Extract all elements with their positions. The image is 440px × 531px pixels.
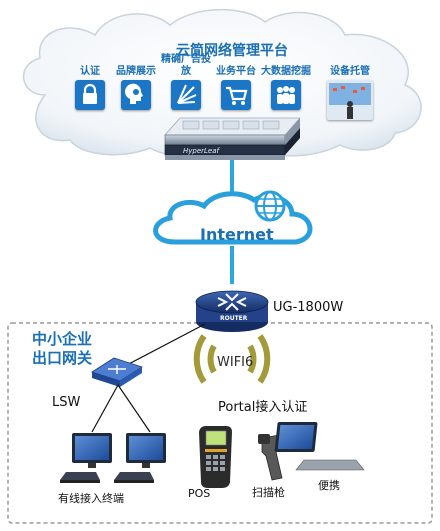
desktop-pc-icon <box>60 433 112 483</box>
service-precise-ads: 精确广告投放 <box>160 52 212 110</box>
lock-icon <box>75 80 105 110</box>
service-business-platform: 业务平台 <box>210 52 262 110</box>
gateway-title: 中小企业 出口网关 <box>32 330 93 367</box>
scanner-label: 扫描枪 <box>252 485 285 499</box>
brain-icon <box>121 80 151 110</box>
service-big-data: 大数据挖掘 <box>260 52 312 110</box>
service-device-hosting: 设备托管 <box>320 52 380 120</box>
service-label: 设备托管 <box>330 66 370 77</box>
router-switch-link <box>122 323 206 368</box>
wifi-waves-icon <box>193 334 271 384</box>
service-authentication: 认证 <box>64 52 116 110</box>
service-label: 精确广告投放 <box>161 54 211 77</box>
presenter-screen-icon <box>327 80 373 120</box>
service-label: 认证 <box>80 66 100 77</box>
wired-terminal-label: 有线接入终端 <box>58 491 124 505</box>
service-brand-display: 品牌展示 <box>110 52 162 110</box>
service-label: 业务平台 <box>216 66 256 77</box>
people-group-icon <box>271 80 301 110</box>
internet-cloud: Internet <box>153 190 313 245</box>
portal-label: Portal接入认证 <box>218 399 307 415</box>
uplink-cable <box>230 160 234 200</box>
gateway-box <box>7 322 433 524</box>
globe-icon <box>254 190 286 222</box>
internet-router-cable <box>230 246 234 284</box>
pos-terminal-icon <box>199 426 232 488</box>
switch-icon <box>91 357 143 387</box>
switch-label: LSW <box>52 395 80 410</box>
laptop-icon <box>274 422 365 471</box>
switch-pc1-link <box>91 384 119 433</box>
router-badge: ROUTER <box>220 315 248 322</box>
internet-label: Internet <box>200 225 274 244</box>
server-cluster: HyperLeaf <box>164 117 301 160</box>
desktop-pc-icon <box>114 433 166 483</box>
router-icon: ROUTER <box>195 290 269 332</box>
portable-label: 便携 <box>318 478 340 492</box>
ray-burst-icon <box>171 80 201 110</box>
router-model-label: UG-1800W <box>273 300 343 315</box>
wifi-label: WIFI6 <box>217 355 253 370</box>
service-label: 品牌展示 <box>116 66 156 77</box>
shopping-cart-icon <box>221 80 251 110</box>
server-brand-label: HyperLeaf <box>183 147 221 155</box>
platform-title: 云简网络管理平台 <box>176 43 288 59</box>
switch-pc2-link <box>117 384 151 433</box>
pos-label: POS <box>188 487 210 500</box>
service-label: 大数据挖掘 <box>261 66 311 77</box>
